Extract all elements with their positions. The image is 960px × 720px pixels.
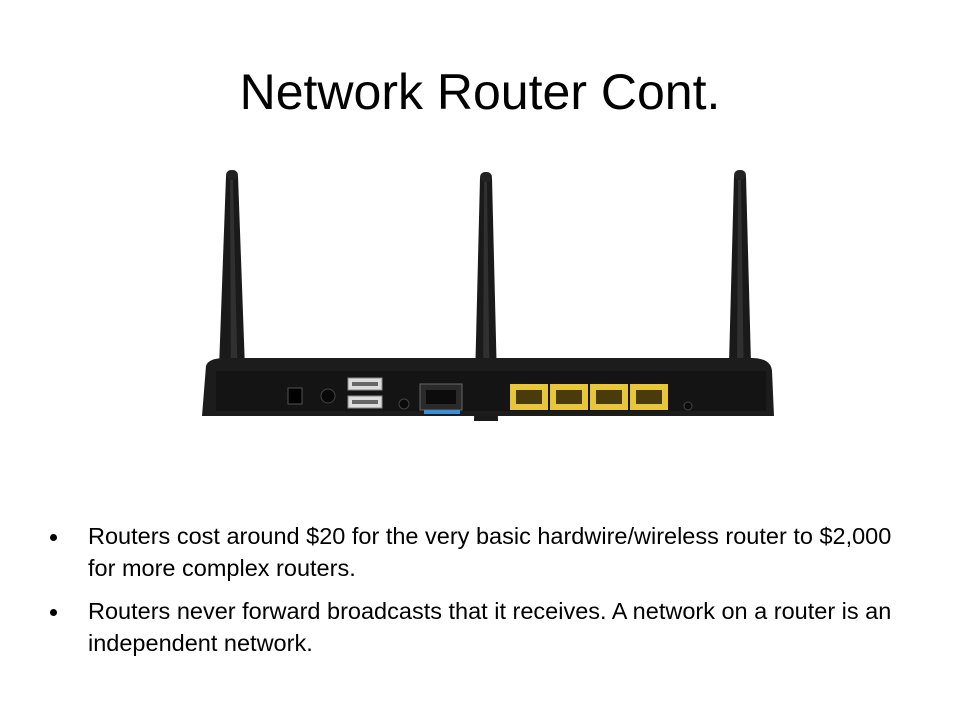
bullet-dot-icon [50, 534, 57, 541]
bullet-dot-icon [50, 609, 57, 616]
bullet-text: Routers cost around $20 for the very bas… [88, 523, 892, 581]
left-antenna [218, 170, 246, 396]
power-button [287, 387, 303, 405]
wps-button [398, 398, 410, 410]
router-image [202, 170, 774, 421]
bullet-item: Routers never forward broadcasts that it… [48, 595, 908, 659]
reset-button [683, 401, 693, 411]
usb-ports [347, 377, 383, 409]
lan-ports [510, 384, 668, 410]
right-antenna [728, 170, 752, 401]
bullet-text: Routers never forward broadcasts that it… [88, 598, 892, 656]
slide-title: Network Router Cont. [239, 64, 721, 120]
bullet-item: Routers cost around $20 for the very bas… [48, 520, 908, 584]
power-jack [320, 388, 336, 404]
bullet-list: Routers cost around $20 for the very bas… [48, 520, 908, 670]
wan-port [419, 383, 463, 414]
